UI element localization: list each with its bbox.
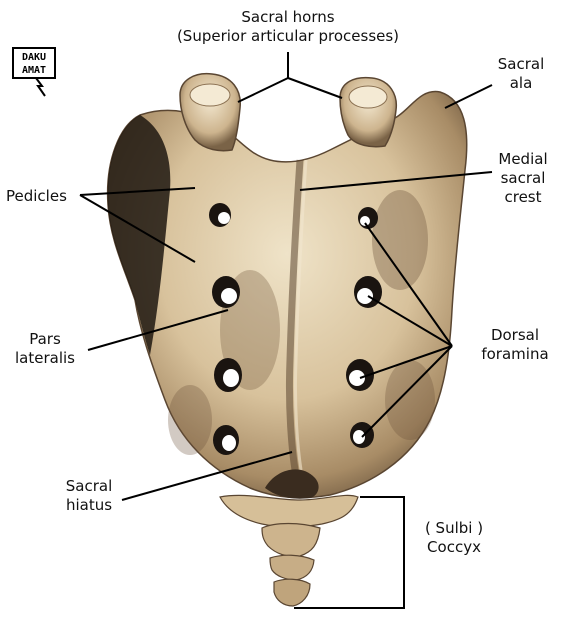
label-medial-sacral-crest: Medial sacral crest [498, 150, 548, 206]
left-dorsal-foramina [209, 203, 242, 455]
label-pedicles: Pedicles [6, 187, 67, 205]
left-sacral-horn [179, 72, 241, 152]
label-pars-lateralis: Pars lateralis [15, 330, 75, 367]
leader-lines [79, 52, 493, 609]
sacral-hiatus-shape [265, 469, 319, 499]
label-sacral-horns: Sacral horns (Superior articular process… [176, 8, 400, 45]
right-sacral-horn [339, 76, 398, 148]
label-sacral-hiatus: Sacral hiatus [65, 477, 113, 514]
label-sacral-ala: Sacral ala [497, 55, 545, 92]
svg-text:AMAT: AMAT [22, 65, 46, 76]
sacrum-body [106, 90, 468, 499]
coccyx-shape [219, 494, 359, 607]
label-dorsal-foramina: Dorsal foramina [481, 326, 549, 363]
daku-amat-logo: DAKU AMAT [12, 46, 58, 103]
right-dorsal-foramina [346, 207, 382, 448]
svg-text:DAKU: DAKU [22, 52, 46, 63]
label-coccyx: ( Sulbi ) Coccyx [424, 519, 484, 556]
